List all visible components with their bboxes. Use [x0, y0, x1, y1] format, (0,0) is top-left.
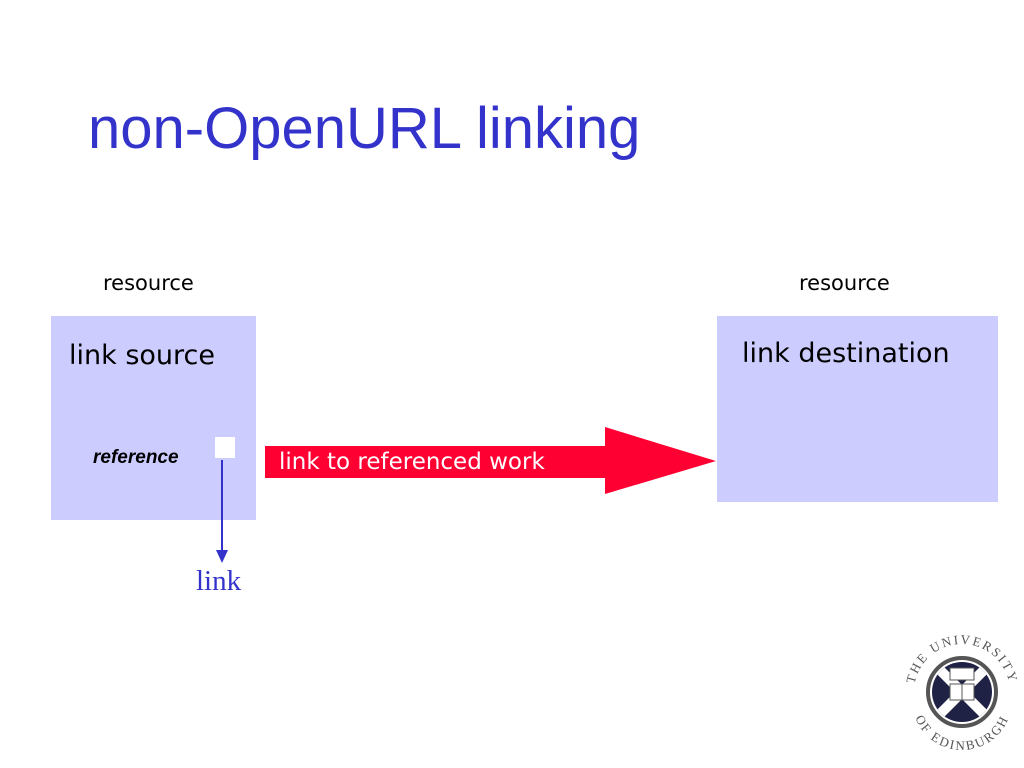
university-seal-logo: THE UNIVERSITY OF EDINBURGH: [902, 632, 1022, 753]
arrow-label: link to referenced work: [279, 449, 545, 475]
link-line-arrowhead: [216, 550, 228, 563]
reference-label: reference: [93, 447, 179, 468]
right-resource-label: resource: [799, 271, 890, 295]
link-destination-box: [717, 316, 998, 502]
reference-anchor: [215, 437, 235, 458]
link-source-label: link source: [69, 340, 215, 371]
link-arrow: [265, 427, 716, 494]
left-resource-label: resource: [103, 271, 194, 295]
link-destination-label: link destination: [742, 338, 950, 369]
page-title: non-OpenURL linking: [88, 96, 641, 161]
link-label: link: [196, 565, 242, 597]
